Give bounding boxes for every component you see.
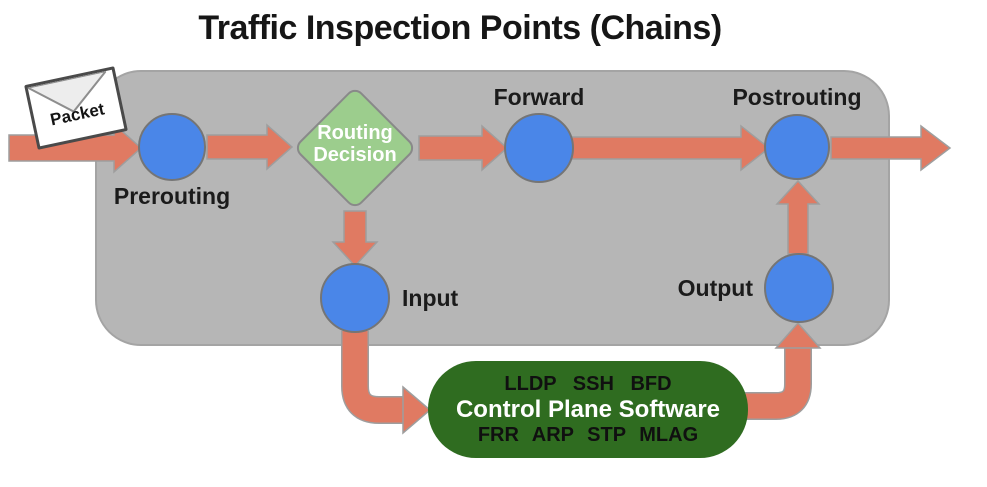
postrouting-node	[764, 114, 830, 180]
input-label: Input	[402, 285, 459, 311]
forward-label: Forward	[493, 84, 585, 110]
input-node	[320, 263, 390, 333]
control-plane-box: LLDP SSH BFD Control Plane Software FRR …	[428, 361, 748, 458]
diagram-title: Traffic Inspection Points (Chains)	[198, 9, 722, 47]
forward-node	[504, 113, 574, 183]
postrouting-label: Postrouting	[732, 84, 862, 110]
envelope-flap-icon	[27, 70, 109, 113]
packet-envelope: Packet	[24, 66, 128, 150]
control-plane-top-protocols: LLDP SSH BFD	[504, 373, 672, 395]
routing-decision-label: Routing Decision	[313, 122, 397, 166]
control-plane-title: Control Plane Software	[455, 396, 721, 423]
router-body-box	[95, 70, 890, 346]
output-label: Output	[677, 275, 753, 301]
control-plane-bottom-protocols: FRR ARP STP MLAG	[477, 424, 699, 446]
prerouting-label: Prerouting	[113, 183, 231, 209]
prerouting-node	[138, 113, 206, 181]
output-node	[764, 253, 834, 323]
arrow-input-to-control-plane	[341, 331, 432, 435]
